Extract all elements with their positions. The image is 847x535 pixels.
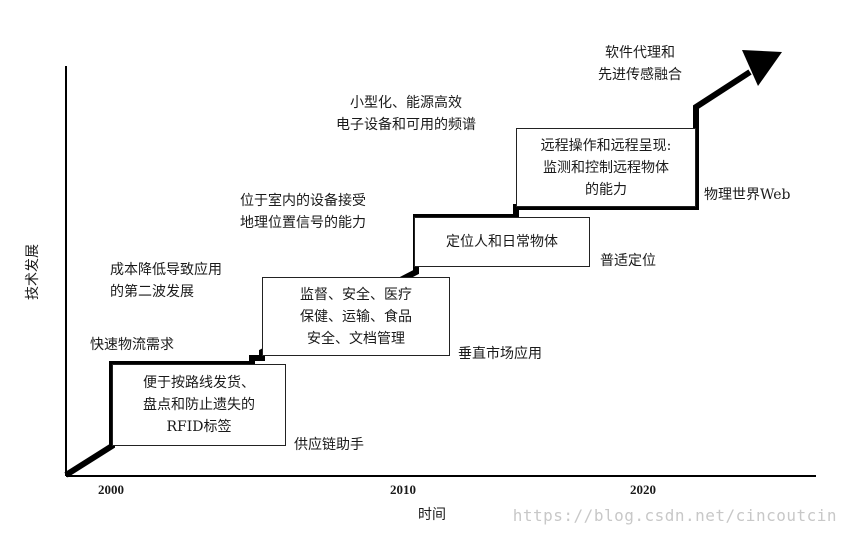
y-axis-label: 技术发展 (25, 244, 41, 300)
arrow-head (742, 50, 782, 86)
x-axis-label: 时间 (418, 507, 446, 523)
stage-2-box: 监督、安全、医疗 保健、运输、食品 安全、文档管理 (262, 277, 450, 356)
x-tick-2000: 2000 (98, 482, 124, 497)
stage-1-caption: 供应链助手 (294, 437, 364, 453)
stage-2-caption: 垂直市场应用 (458, 346, 542, 362)
stage-3-caption: 普适定位 (600, 253, 656, 269)
stage-3-driver: 位于室内的设备接受 地理位置信号的能力 (240, 193, 366, 231)
stage-2-driver: 成本降低导致应用 的第二波发展 (110, 262, 222, 300)
x-tick-2020: 2020 (630, 482, 656, 497)
watermark: https://blog.csdn.net/cincoutcin (512, 506, 837, 525)
future-label: 软件代理和 先进传感融合 (598, 45, 682, 83)
stage-3-box: 定位人和日常物体 (414, 217, 590, 267)
stage-4-box: 远程操作和远程呈现: 监测和控制远程物体 的能力 (516, 128, 696, 207)
stage-1-driver: 快速物流需求 (90, 337, 174, 353)
stage-4-caption: 物理世界Web (704, 187, 791, 203)
x-tick-2010: 2010 (390, 482, 416, 497)
stage-1-box: 便于按路线发货、 盘点和防止遗失的 RFID标签 (112, 364, 286, 446)
stage-4-driver: 小型化、能源高效 电子设备和可用的频谱 (336, 95, 476, 133)
